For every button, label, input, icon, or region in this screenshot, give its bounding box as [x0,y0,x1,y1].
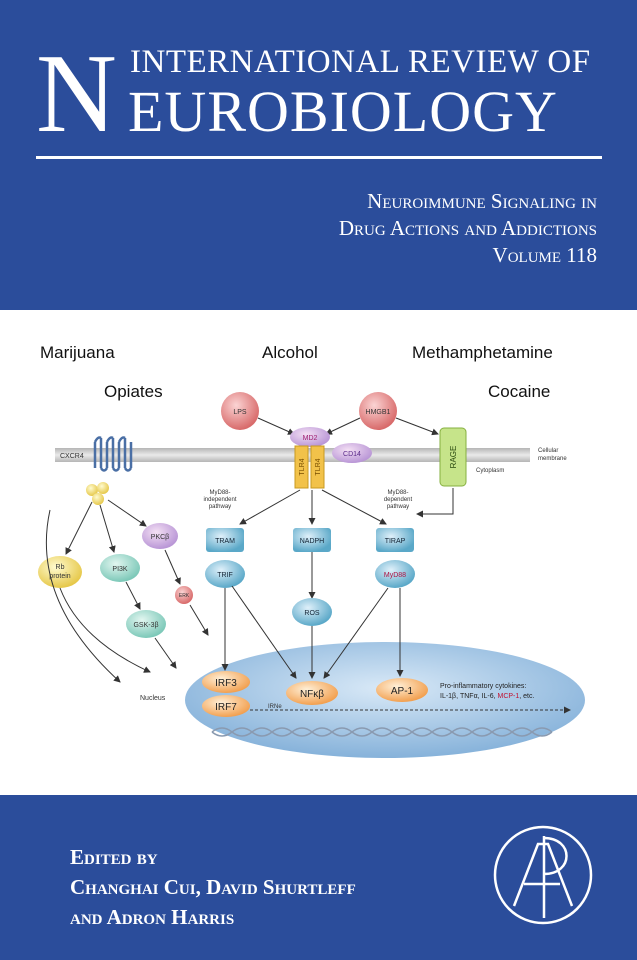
svg-text:TIRAP: TIRAP [385,538,406,545]
svg-text:pathway: pathway [209,504,231,510]
series-title-block: International Review of N EUROBIOLOGY Ne… [0,0,637,300]
svg-text:IL-1β, TNFα, IL-6, MCP-1, etc.: IL-1β, TNFα, IL-6, MCP-1, etc. [440,693,534,700]
pi3k-node [100,554,140,582]
svg-text:MD2: MD2 [303,435,318,442]
svg-text:TLR4: TLR4 [299,458,306,475]
svg-text:IRF7: IRF7 [215,702,237,713]
volume-title-line2: Drug Actions and Addictions [338,216,597,240]
membrane-label-2: membrane [538,456,567,462]
svg-text:pathway: pathway [387,504,409,510]
svg-text:NADPH: NADPH [300,538,325,545]
svg-text:Rb: Rb [56,564,65,571]
drug-alcohol: Alcohol [262,343,318,362]
volume-number: Volume 118 [492,243,597,267]
rb-protein-node [38,556,82,588]
editors-line2: Changhai Cui, David Shurtleff [70,875,356,899]
svg-text:GSK-3β: GSK-3β [133,622,158,629]
svg-text:AP-1: AP-1 [391,686,414,697]
gsk-node [126,610,166,638]
cxcr4-label: CXCR4 [60,453,84,460]
title-divider [36,156,602,159]
svg-text:PKCβ: PKCβ [151,534,169,541]
editors-line3: and Adron Harris [70,905,235,929]
series-title-line1: International Review of [130,44,591,80]
elsevier-ap-logo [493,825,593,925]
drug-opiates: Opiates [104,382,163,401]
drug-cocaine: Cocaine [488,382,550,401]
irf3-node [202,671,250,693]
cytoplasm-label: Cytoplasm [476,468,504,474]
svg-text:dependent: dependent [384,497,413,503]
svg-text:MyD88: MyD88 [384,572,406,579]
md2-node [290,427,330,447]
volume-title-line1: Neuroimmune Signaling in [367,189,597,213]
svg-text:MyD88-: MyD88- [387,490,408,496]
tram-node [206,528,244,552]
cxcr4-receptor [93,436,133,472]
myd88-node [375,560,415,588]
svg-text:TRAM: TRAM [215,538,235,545]
svg-text:IRF3: IRF3 [215,678,237,689]
tirap-node [376,528,414,552]
svg-text:TLR4: TLR4 [315,458,322,475]
trif-node [205,560,245,588]
svg-text:HMGB1: HMGB1 [366,409,391,416]
erk-node [175,586,193,604]
hmgb1-node [359,392,397,430]
svg-text:Pro-inflammatory cytokines:: Pro-inflammatory cytokines: [440,683,526,690]
tlr4-receptor [310,445,325,489]
svg-text:ROS: ROS [304,610,320,617]
svg-text:NFκβ: NFκβ [300,689,324,700]
nfkb-node [286,681,338,705]
cell-membrane [55,448,530,462]
svg-text:CD14: CD14 [343,451,361,458]
svg-text:IRNe: IRNe [268,704,282,710]
svg-text:MyD88-: MyD88- [209,490,230,496]
cover-figure: Marijuana Alcohol Methamphetamine Opiate… [0,310,637,795]
signaling-diagram: Marijuana Alcohol Methamphetamine Opiate… [38,343,585,758]
ros-node [292,598,332,626]
cd14-node [332,443,372,463]
nadph-node [293,528,331,552]
g-protein [86,484,98,496]
drug-marijuana: Marijuana [40,343,115,362]
tlr4-receptor [294,445,309,489]
svg-text:TRIF: TRIF [217,572,233,579]
g-protein [92,493,104,505]
svg-text:ERK: ERK [179,593,190,599]
svg-text:independent: independent [203,497,236,503]
svg-text:PI3K: PI3K [112,566,128,573]
series-title-initial: N [36,32,117,156]
dna-strand [211,727,553,737]
editors-line1: Edited by [70,845,158,869]
volume-title: Neuroimmune Signaling in Drug Actions an… [339,188,597,269]
svg-text:RAGE: RAGE [449,446,458,469]
editors: Edited by Changhai Cui, David Shurtleff … [70,842,356,932]
pkc-node [142,523,178,549]
svg-text:Nucleus: Nucleus [140,695,166,702]
svg-text:LPS: LPS [233,409,247,416]
irf7-node [202,695,250,717]
membrane-label-1: Cellular [538,448,558,454]
drug-methamphetamine: Methamphetamine [412,343,553,362]
rage-receptor [439,427,467,487]
g-protein [97,482,109,494]
lps-node [221,392,259,430]
series-title-line2: EUROBIOLOGY [128,79,558,144]
ap1-node [376,678,428,702]
svg-text:protein: protein [49,573,71,580]
